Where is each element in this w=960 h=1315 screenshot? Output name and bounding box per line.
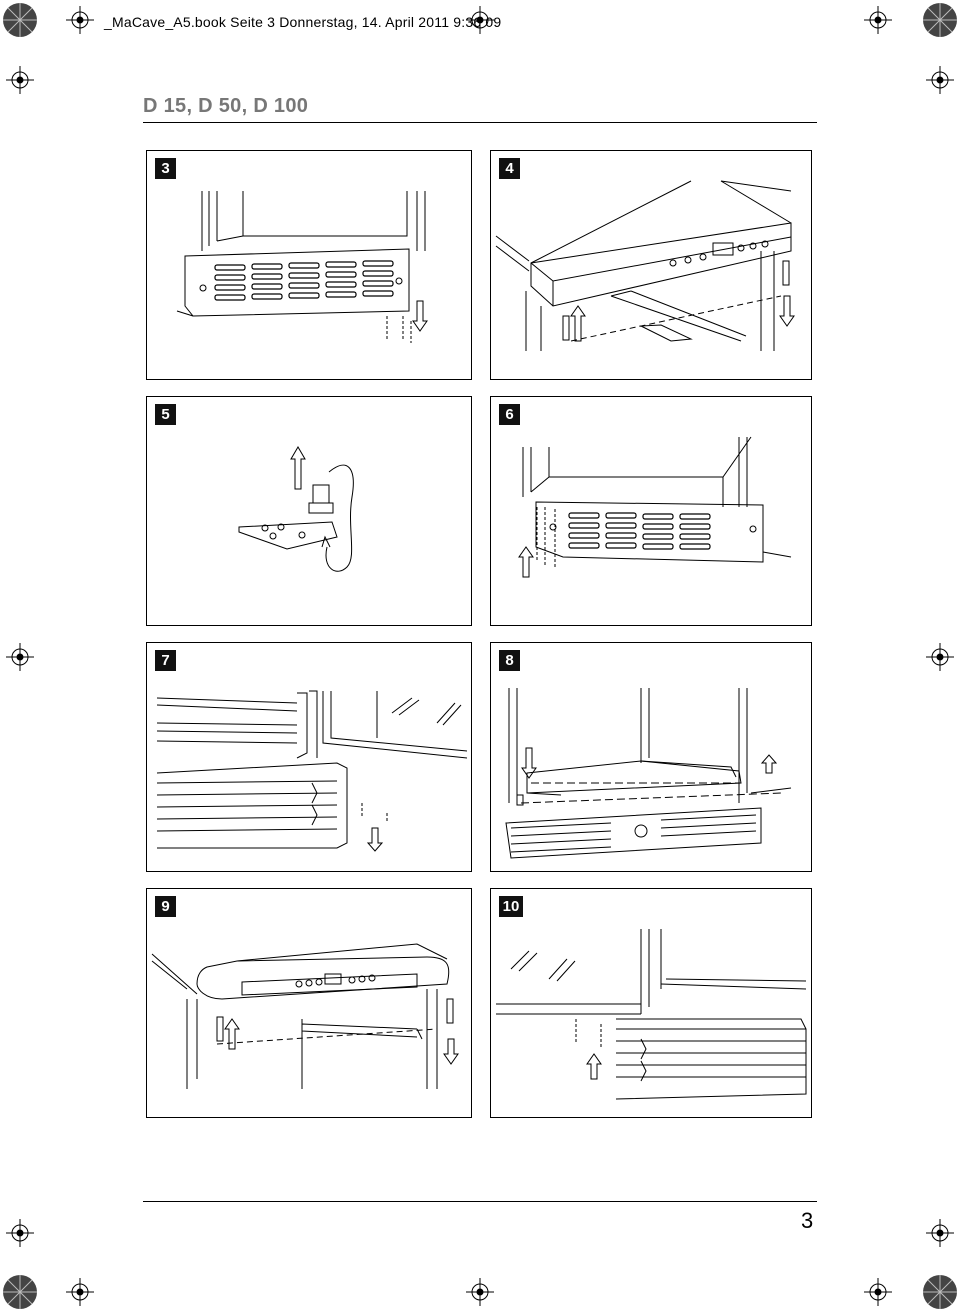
figure-8: 8 [490, 642, 812, 872]
figure-7-drawing [156, 690, 468, 852]
figure-7-number: 7 [155, 650, 176, 671]
figure-5: 5 [146, 396, 472, 626]
figure-4-drawing [495, 180, 795, 351]
header-rule [143, 122, 817, 123]
figure-10-number: 10 [499, 896, 523, 917]
figure-3-number: 3 [155, 158, 176, 179]
figure-3: 3 [146, 150, 472, 380]
figure-3-drawing [176, 191, 428, 343]
figure-9-drawing [151, 943, 459, 1089]
figure-7: 7 [146, 642, 472, 872]
figure-5-drawing [238, 446, 354, 572]
figure-10: 10 [490, 888, 812, 1118]
figure-6: 6 [490, 396, 812, 626]
figure-6-drawing [518, 436, 792, 578]
figure-4: 4 [490, 150, 812, 380]
page-number: 3 [801, 1208, 814, 1233]
model-heading: D 15, D 50, D 100 [143, 95, 309, 117]
figure-10-drawing [496, 929, 807, 1100]
figure-5-number: 5 [155, 404, 176, 425]
footer-rule [143, 1201, 817, 1202]
figure-4-number: 4 [499, 158, 520, 179]
print-slug: _MaCave_A5.book Seite 3 Donnerstag, 14. … [104, 14, 502, 30]
figure-9-number: 9 [155, 896, 176, 917]
figure-9: 9 [146, 888, 472, 1118]
figure-6-number: 6 [499, 404, 520, 425]
figure-8-number: 8 [499, 650, 520, 671]
figure-8-drawing [505, 688, 792, 859]
